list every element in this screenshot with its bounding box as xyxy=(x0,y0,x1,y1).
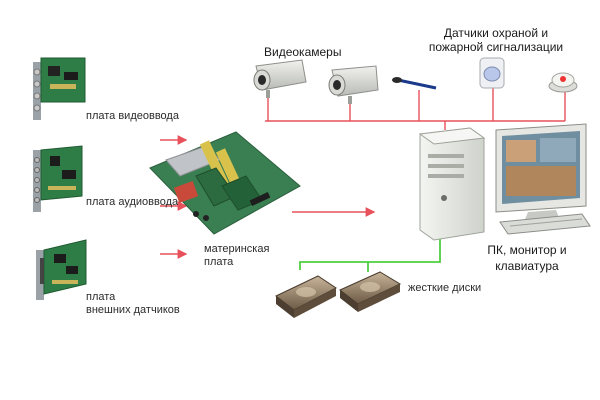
label-hard-disks: жесткие диски xyxy=(408,282,482,294)
video-capture-board xyxy=(33,57,86,120)
smoke-detector xyxy=(548,72,578,93)
external-sensors-board xyxy=(36,239,87,300)
label-pc-line1: ПК, монитор и xyxy=(487,243,567,257)
label-sensors-line2: пожарной сигнализации xyxy=(428,40,564,54)
label-video-board: плата видеоввода xyxy=(86,110,179,122)
microphone-sensor xyxy=(392,77,437,90)
label-sensors-board-line2: внешних датчиков xyxy=(86,304,180,316)
video-camera-1 xyxy=(253,59,307,98)
keyboard xyxy=(499,213,591,235)
disk-bus-line xyxy=(299,232,441,270)
label-audio-board: плата аудиоввода xyxy=(86,196,179,208)
motion-sensor xyxy=(479,57,505,89)
label-pc-line2: клавиатура xyxy=(495,259,559,273)
hard-disk-1 xyxy=(275,275,337,318)
monitor xyxy=(495,123,587,222)
label-sensors-line1: Датчики охраной и xyxy=(443,26,549,40)
pc-tower xyxy=(418,127,486,241)
audio-capture-board xyxy=(33,145,83,212)
motherboard xyxy=(149,131,301,235)
label-motherboard-line2: плата xyxy=(204,256,234,268)
label-cameras: Видеокамеры xyxy=(264,45,342,59)
hard-disk-2 xyxy=(339,271,402,312)
label-sensors-board-line1: плата xyxy=(86,291,116,303)
video-camera-2 xyxy=(328,65,379,104)
label-motherboard-line1: материнская xyxy=(204,243,270,255)
